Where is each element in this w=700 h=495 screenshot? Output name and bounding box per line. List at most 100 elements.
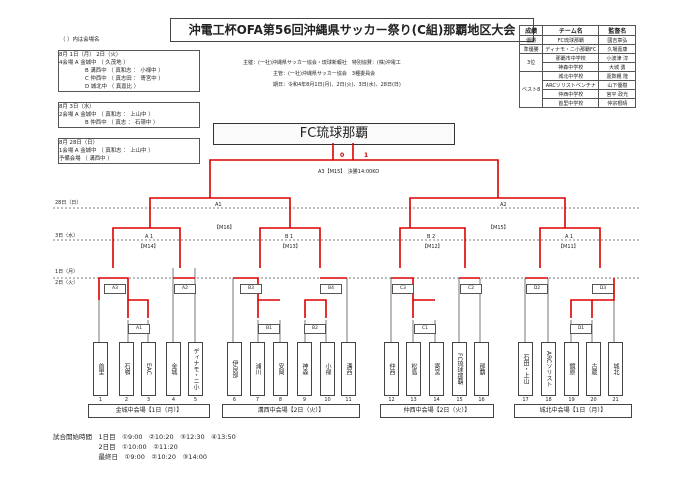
match-box: B4 (320, 284, 342, 294)
team-number: 20 (590, 397, 597, 403)
organizers: 主催：(一社)沖縄県サッカー協会・琉球新報社 特別協賛：(株)沖電工 主管：(一… (243, 58, 401, 91)
schedule-row: B 仲西中 （ 真志 ： 石嶺中 ） (85, 120, 159, 126)
team-box: 首里 (93, 342, 108, 396)
schedule-row: 2会場 A 金城中 （ 真和志 ： 上山中 ） (59, 112, 154, 118)
team-number: 15 (456, 397, 463, 403)
schedule-row: 1会場 A 金城中 （ 真和志 ： 上山中 ） (59, 148, 154, 154)
venue-label: 仲西中会場【2日（火）】 (380, 404, 494, 418)
team-box: 城北 (608, 342, 623, 396)
team-box: 那覇 (474, 342, 489, 396)
team-number: 5 (193, 397, 198, 403)
schedule-header: 8月 1日（月） 2日（火） (59, 52, 122, 58)
team-number: 13 (410, 397, 417, 403)
team-number: 12 (388, 397, 395, 403)
team-box: 金城 (166, 342, 181, 396)
team-number: 19 (568, 397, 575, 403)
team-box: 溝西 (341, 342, 356, 396)
team-box: 古蔵 (586, 342, 601, 396)
match-box: B1 (258, 324, 280, 334)
team-number: 4 (171, 397, 176, 403)
schedule-row: B 溝西中 （ 真和志 ： 小禄中 ） (85, 68, 164, 74)
qf1-label: A 1 (145, 234, 154, 240)
match-box: C1 (414, 324, 436, 334)
team-number: 21 (612, 397, 619, 403)
team-number: 8 (278, 397, 283, 403)
schedule-day2: 8月 3日（水） 2会場 A 金城中 （ 真和志 ： 上山中 ） B 仲西中 （… (58, 102, 200, 128)
schedule-row: C 仲西中 （ 真志田 ： 寄宮中 ） (85, 76, 164, 82)
team-number: 2 (124, 397, 129, 403)
match-box: A2 (174, 284, 196, 294)
team-number: 17 (522, 397, 529, 403)
team-number: 14 (433, 397, 440, 403)
team-box: ARCソリスト (541, 342, 556, 396)
team-box: 松島 (406, 342, 421, 396)
team-box: 小禄 (320, 342, 335, 396)
team-box: 寄宮 (429, 342, 444, 396)
team-number: 7 (255, 397, 260, 403)
m15-label: 【M15】 (488, 225, 509, 231)
venue-label: 金城中会場【1日（月）】 (88, 404, 210, 418)
team-box: ディナモ・ニ小 (188, 342, 203, 396)
schedule-day3: 8月 28日（日） 1会場 A 金城中 （ 真和志 ： 上山中 ） 予備会場 （… (58, 138, 200, 164)
venue-label: 溝西中会場【2日（火）】 (222, 404, 360, 418)
schedule-row: 4会場 A 金城中 （ 久茂地 ） (59, 60, 129, 66)
match-box: A1 (128, 324, 150, 334)
team-number: 18 (545, 397, 552, 403)
team-number: 3 (146, 397, 151, 403)
team-box: FC琉球那覇 (452, 342, 467, 396)
team-box: 鏡原 (564, 342, 579, 396)
table-row: 3位那覇市中学校小波津 淳 (518, 53, 637, 72)
qf4-label: A 1 (565, 234, 574, 240)
team-box: 神森 (297, 342, 312, 396)
team-box: EAC (141, 342, 156, 396)
final-label: A3【M15】 決勝14:00KO (318, 169, 380, 175)
team-number: 9 (302, 397, 307, 403)
team-box: 伊良部 (227, 342, 242, 396)
date-28: 28日（日） (55, 200, 82, 206)
m16-label: 【M16】 (214, 225, 235, 231)
team-number: 10 (324, 397, 331, 403)
date-3: 3日（水） (55, 233, 79, 239)
score: 1 (364, 152, 369, 159)
qf2-match: 【M13】 (280, 244, 301, 250)
team-number: 1 (98, 397, 103, 403)
team-box: 石嶺 (119, 342, 134, 396)
team-box: 石田・上山 (518, 342, 533, 396)
match-box: D3 (592, 284, 614, 294)
match-box: A3 (104, 284, 126, 294)
schedule-header: 8月 28日（日） (59, 140, 98, 146)
organizer-line: 主管：(一社)沖縄県サッカー協会 3種委員会 (273, 71, 376, 77)
schedule-day1: 8月 1日（月） 2日（火） 4会場 A 金城中 （ 久茂地 ） B 溝西中 （… (58, 50, 200, 92)
match-box: B2 (304, 324, 326, 334)
team-box: 安岡 (273, 342, 288, 396)
qf4-match: 【M11】 (558, 244, 579, 250)
cell: 仲宗根晴 (598, 98, 637, 108)
semi-left-label: A1 (215, 202, 222, 208)
organizer-line: 主催：(一社)沖縄県サッカー協会・琉球新報社 特別協賛：(株)沖電工 (243, 60, 401, 66)
date-1: 1日（月） (55, 269, 79, 275)
champion-box: FC琉球那覇 (213, 123, 455, 145)
table-row: 首里中学校仲宗根晴 (520, 98, 637, 108)
cell: 首里中学校 (542, 98, 600, 108)
team-number: 11 (345, 397, 352, 403)
venue-label: 城北中会場【1日（月）】 (514, 404, 632, 418)
organizer-line: 期日：令和4年8月1日(月)、2日(火)、3日(水)、28日(日) (273, 82, 401, 88)
qf2-label: B 1 (285, 234, 294, 240)
team-number: 16 (478, 397, 485, 403)
score: 0 (340, 152, 345, 159)
qf3-label: B 2 (427, 234, 436, 240)
kickoff-times: 試合開始時間 1日目 ①9:00 ②10:20 ③12:30 ④13:50 2日… (53, 433, 236, 461)
match-box: B3 (240, 284, 262, 294)
qf1-match: 【M14】 (138, 244, 159, 250)
team-box: 仲西 (384, 342, 399, 396)
date-2: 2日（火） (55, 280, 79, 286)
match-box: C2 (460, 284, 482, 294)
venue-note: （ ）内は会場名 (60, 37, 100, 43)
qf3-match: 【M12】 (422, 244, 443, 250)
cell: ベスト8 (518, 71, 544, 108)
match-box: D1 (570, 324, 592, 334)
match-box: D2 (526, 284, 548, 294)
schedule-row: 予備会場 （ 溝西中 ） (59, 156, 113, 162)
